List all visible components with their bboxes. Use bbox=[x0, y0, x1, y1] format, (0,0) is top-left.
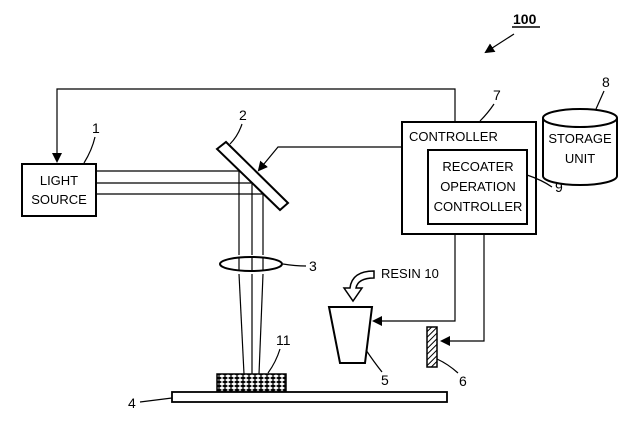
storage-unit-leader bbox=[595, 90, 605, 110]
recoater-ref: 5 bbox=[381, 372, 389, 388]
storage-unit-top bbox=[542, 108, 618, 128]
storage-unit-body bbox=[542, 118, 618, 186]
lens-ref: 3 bbox=[309, 258, 317, 274]
recoater-leader bbox=[365, 349, 383, 373]
built-object-leader bbox=[267, 348, 281, 374]
recoater-operation-controller-line3: CONTROLLER bbox=[434, 199, 523, 214]
vertical-light-beam bbox=[238, 171, 264, 375]
figure-pointer-arrow bbox=[484, 33, 515, 54]
lens: 3 bbox=[219, 256, 317, 274]
resin-label: RESIN 10 bbox=[381, 266, 439, 281]
mirror: 2 bbox=[215, 107, 290, 212]
recoater-operation-controller-ref: 9 bbox=[555, 179, 563, 195]
storage-unit-ref: 8 bbox=[602, 74, 610, 90]
light-source-label-line2: SOURCE bbox=[31, 192, 87, 207]
recoater-operation-controller-line2: OPERATION bbox=[440, 179, 516, 194]
light-source-leader bbox=[83, 136, 96, 164]
figure-number-text: 100 bbox=[513, 11, 537, 27]
controller-to-light-source-line bbox=[52, 88, 456, 163]
resin-arrow bbox=[342, 270, 375, 303]
vbeam-right-lower bbox=[258, 273, 264, 375]
storage-unit-label-line1: STORAGE bbox=[548, 131, 612, 146]
recoater-operation-controller: RECOATER OPERATION CONTROLLER 9 bbox=[427, 149, 563, 225]
resin: RESIN 10 bbox=[342, 266, 439, 303]
controller-ref: 7 bbox=[493, 87, 501, 103]
built-object: 11 bbox=[216, 332, 291, 393]
figure-number: 100 bbox=[484, 11, 540, 54]
lens-leader bbox=[282, 263, 307, 267]
recoater-operation-controller-line1: RECOATER bbox=[442, 159, 513, 174]
controller-to-mirror-line bbox=[257, 146, 402, 172]
storage-unit-label-line2: UNIT bbox=[565, 151, 595, 166]
controller-leader bbox=[479, 103, 495, 122]
stage-ref: 4 bbox=[128, 395, 136, 411]
controller-to-blade-line bbox=[440, 234, 485, 346]
mirror-plate bbox=[215, 140, 290, 212]
light-source: LIGHT SOURCE 1 bbox=[21, 120, 100, 217]
blade-bar bbox=[426, 326, 438, 368]
vbeam-left-lower bbox=[238, 273, 245, 375]
recoater-operation-controller-leader bbox=[526, 174, 553, 188]
light-source-ref: 1 bbox=[92, 120, 100, 136]
light-source-box bbox=[21, 163, 97, 217]
recoater-operation-controller-box bbox=[427, 149, 528, 225]
stage: 4 bbox=[128, 391, 448, 411]
built-object-ref: 11 bbox=[276, 332, 291, 348]
blade: 6 bbox=[426, 326, 467, 389]
stage-leader bbox=[139, 397, 173, 403]
blade-ref: 6 bbox=[459, 373, 467, 389]
recoater: 5 bbox=[327, 306, 389, 388]
stage-plate bbox=[171, 391, 448, 403]
controller-label: CONTROLLER bbox=[409, 129, 498, 144]
built-object-block bbox=[216, 373, 287, 393]
blade-leader bbox=[436, 358, 459, 374]
storage-unit: STORAGE UNIT 8 bbox=[542, 74, 618, 186]
lens-ellipse bbox=[219, 256, 283, 272]
horizontal-light-beam bbox=[96, 170, 263, 195]
mirror-ref: 2 bbox=[239, 107, 247, 123]
mirror-leader bbox=[229, 123, 243, 145]
recoater-container bbox=[327, 306, 374, 364]
light-source-label-line1: LIGHT bbox=[40, 173, 78, 188]
controller-to-recoater-line bbox=[372, 234, 456, 326]
